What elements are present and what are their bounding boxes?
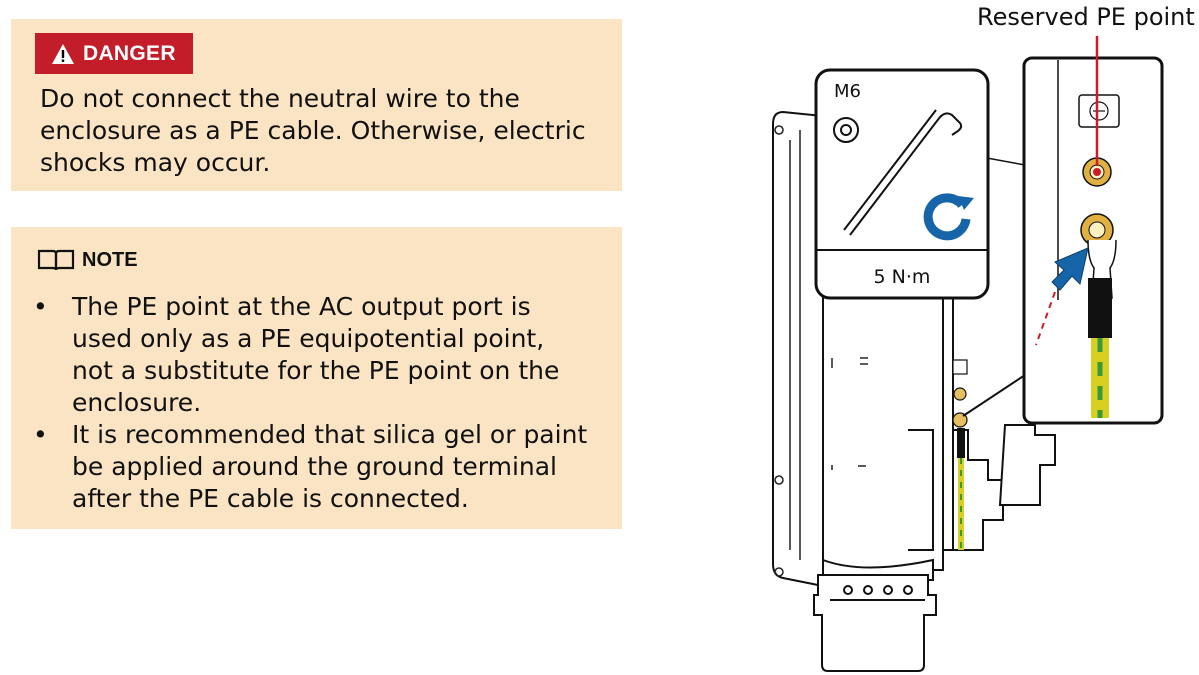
danger-notice: DANGER Do not connect the neutral wire t… xyxy=(11,19,622,191)
ground-cable-small xyxy=(957,428,965,550)
list-item: • It is recommended that silica gel or p… xyxy=(11,419,592,515)
bullet: • xyxy=(33,420,48,449)
note-header: NOTE xyxy=(36,248,138,272)
inverter-ground-diagram: M6 5 N·m xyxy=(772,36,1164,672)
danger-badge: DANGER xyxy=(35,33,193,74)
torque-label: 5 N·m xyxy=(874,266,931,288)
note-list: • The PE point at the AC output port is … xyxy=(11,291,611,515)
list-item: • The PE point at the AC output port is … xyxy=(11,291,592,419)
bullet: • xyxy=(33,292,48,321)
inverter-details xyxy=(774,125,868,577)
enclosure-terminals xyxy=(952,359,968,428)
tool-callout xyxy=(814,68,990,300)
reserved-pe-point-label: Reserved PE point xyxy=(977,3,1195,31)
note-item-text: It is recommended that silica gel or pai… xyxy=(72,420,588,513)
zoom-detail xyxy=(1022,56,1164,425)
danger-label: DANGER xyxy=(83,41,176,65)
ac-connector xyxy=(813,574,937,672)
note-item-text: The PE point at the AC output port is us… xyxy=(72,292,560,417)
tool-size-label: M6 xyxy=(834,81,861,102)
note-notice: NOTE • The PE point at the AC output por… xyxy=(11,227,622,529)
note-label: NOTE xyxy=(82,248,138,271)
danger-text: Do not connect the neutral wire to the e… xyxy=(40,84,586,177)
book-icon xyxy=(37,249,75,271)
warning-icon xyxy=(52,43,74,64)
